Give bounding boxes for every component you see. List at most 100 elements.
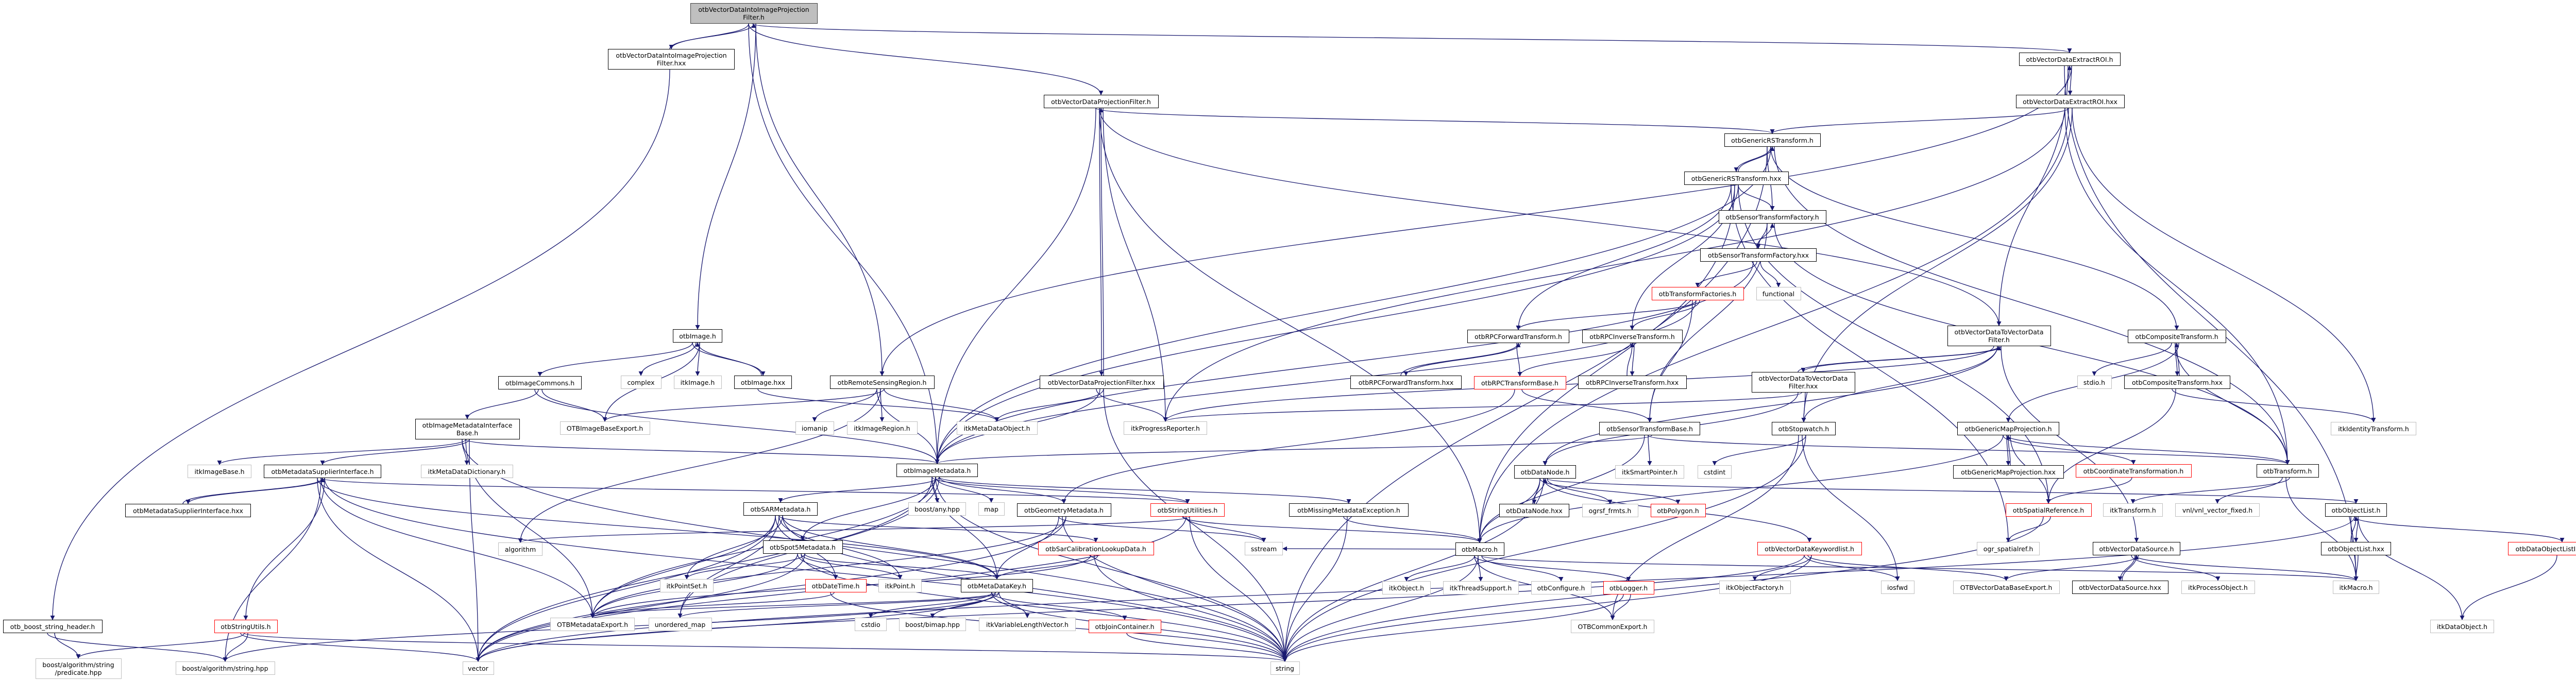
node-otbstringutilities-h[interactable]: otbStringUtilities.h: [1150, 503, 1225, 517]
node-otbpolygon-h[interactable]: otbPolygon.h: [1650, 504, 1706, 517]
dependency-edge: [1731, 184, 2011, 542]
dependency-edge: [1282, 555, 1812, 662]
dependency-edge: [476, 555, 1805, 662]
node-label: otbStringUtilities.h: [1157, 506, 1218, 514]
node-otbvectordataintoimageprojectionfilter-hxx[interactable]: otbVectorDataIntoImageProjection Filter.…: [608, 49, 735, 70]
node-otbsensortransformfactory-h[interactable]: otbSensorTransformFactory.h: [1718, 210, 1826, 224]
node-otbvectordatasource-hxx[interactable]: otbVectorDataSource.hxx: [2072, 581, 2168, 594]
node-otbrpcforwardtransform-h[interactable]: otbRPCForwardTransform.h: [1467, 330, 1569, 343]
node-otbcoordinatetransformation-h[interactable]: otbCoordinateTransformation.h: [2075, 464, 2192, 478]
dependency-edge: [240, 633, 481, 662]
node-otbspatialreference-h[interactable]: otbSpatialReference.h: [2005, 503, 2092, 517]
dependency-edge: [1099, 108, 2002, 326]
node-otbtransform-h[interactable]: otbTransform.h: [2256, 464, 2319, 478]
dependency-edge: [1734, 146, 1771, 172]
node-otbrpcforwardtransform-hxx[interactable]: otbRPCForwardTransform.hxx: [1350, 376, 1462, 389]
dependency-edge: [782, 515, 999, 580]
dependency-edge: [317, 478, 999, 580]
node-label: otbVectorDataProjectionFilter.hxx: [1047, 378, 1156, 386]
node-otbcompositetransform-hxx[interactable]: otbCompositeTransform.hxx: [2124, 376, 2230, 389]
dependency-edge: [465, 389, 539, 419]
node-otbimagecommons-h[interactable]: otbImageCommons.h: [498, 376, 582, 389]
node-label: itkDataObject.h: [2436, 622, 2488, 631]
node-otbmetadatasupplierinterface-h[interactable]: otbMetadataSupplierInterface.h: [264, 465, 381, 478]
node-otbdatanode-h[interactable]: otbDataNode.h: [1514, 465, 1576, 479]
dependency-edge: [935, 477, 994, 503]
node-otbrpctransformbase-h[interactable]: otbRPCTransformBase.h: [1473, 376, 1566, 389]
node-otbdatanode-hxx[interactable]: otbDataNode.hxx: [1499, 504, 1569, 517]
node-otbmetadataexport-h: OTBMetadataExport.h: [550, 618, 635, 631]
node-otbgenericmapprojection-h[interactable]: otbGenericMapProjection.h: [1957, 422, 2059, 435]
node-itkprogressreporter-h: itkProgressReporter.h: [1124, 421, 1207, 435]
node-otbspot5metadata-h[interactable]: otbSpot5Metadata.h: [762, 540, 843, 554]
node-label: otbCompositeTransform.h: [2135, 332, 2218, 341]
node-label: otbDataObjectListInterface.h: [2515, 545, 2576, 553]
dependency-edge: [1807, 555, 2009, 581]
node-otbsarmetadata-h[interactable]: otbSARMetadata.h: [743, 502, 818, 516]
node-otbjoincontainer-h[interactable]: otbJoinContainer.h: [1088, 620, 1161, 633]
node-otbvectordatatovectordatafilter-h[interactable]: otbVectorDataToVectorData Filter.h: [1947, 326, 2051, 346]
node-otbobjectlist-hxx[interactable]: otbObjectList.hxx: [2321, 542, 2391, 555]
node-otbsensortransformbase-h[interactable]: otbSensorTransformBase.h: [1599, 422, 1700, 435]
node-label: itkTransform.h: [2110, 506, 2156, 514]
node-otbvectordataprojectionfilter-hxx[interactable]: otbVectorDataProjectionFilter.hxx: [1039, 376, 1164, 389]
dependency-edge: [1516, 300, 1697, 330]
node-otbremotesensingregion-h[interactable]: otbRemoteSensingRegion.h: [829, 376, 935, 389]
node-label: otbConfigure.h: [1537, 584, 1585, 592]
node-otbvectordatatovectordatafilter-hxx[interactable]: otbVectorDataToVectorData Filter.hxx: [1751, 372, 1855, 393]
dependency-edge: [1400, 343, 1521, 376]
node-otbmetadatasupplierinterface-hxx[interactable]: otbMetadataSupplierInterface.hxx: [125, 504, 251, 517]
dependency-edge: [469, 439, 481, 662]
node-otbimagemetadatainterfacebase-h[interactable]: otbImageMetadataInterface Base.h: [415, 419, 520, 439]
node-otbsarcalibrationlookupdata-h[interactable]: otbSarCalibrationLookupData.h: [1038, 542, 1154, 555]
node-otbvectordataprojectionfilter-h[interactable]: otbVectorDataProjectionFilter.h: [1043, 95, 1159, 108]
node-otbobjectlist-h[interactable]: otbObjectList.h: [2325, 503, 2387, 517]
node-otbrpcinversetransform-h[interactable]: otbRPCInverseTransform.h: [1582, 330, 1683, 343]
node-otb-boost-string-header-h[interactable]: otb_boost_string_header.h: [3, 620, 103, 633]
dependency-edge: [76, 633, 245, 659]
node-otbgeometrymetadata-h[interactable]: otbGeometryMetadata.h: [1016, 503, 1111, 517]
dependency-edge: [2006, 435, 2011, 466]
dependency-edge: [931, 477, 999, 580]
node-otblogger-h[interactable]: otbLogger.h: [1603, 581, 1654, 594]
node-otbdatetime-h[interactable]: otbDateTime.h: [805, 579, 867, 592]
dependency-edge: [2350, 516, 2359, 542]
node-otbmacro-h[interactable]: otbMacro.h: [1455, 542, 1504, 556]
node-otbstringutils-h[interactable]: otbStringUtils.h: [214, 620, 278, 633]
dependency-edge: [797, 553, 838, 580]
dependency-edge: [1061, 389, 1515, 504]
node-otbvectordataintoimageprojectionfilter-h[interactable]: otbVectorDataIntoImageProjection Filter.…: [690, 3, 818, 24]
dependency-edge: [1103, 388, 1287, 662]
node-otbstopwatch-h[interactable]: otbStopwatch.h: [1772, 422, 1836, 435]
node-label: otbRPCForwardTransform.h: [1475, 332, 1562, 341]
node-otbimage-hxx[interactable]: otbImage.hxx: [734, 376, 792, 389]
node-otbgenericmapprojection-hxx[interactable]: otbGenericMapProjection.hxx: [1953, 465, 2064, 479]
dependency-edge: [541, 389, 607, 422]
dependency-edge: [1282, 555, 1479, 662]
node-otbvectordatasource-h[interactable]: otbVectorDataSource.h: [2093, 542, 2180, 555]
node-otbvectordataextractroi-h[interactable]: otbVectorDataExtractROI.h: [2019, 53, 2121, 66]
node-otbdataobjectlistinterface-h[interactable]: otbDataObjectListInterface.h: [2508, 542, 2576, 555]
node-otbtransformfactories-h[interactable]: otbTransformFactories.h: [1651, 287, 1744, 300]
node-otbvectordatakeywordlist-h[interactable]: otbVectorDataKeywordlist.h: [1757, 542, 1862, 555]
dependency-edge: [804, 553, 999, 580]
node-otbsensortransformfactory-hxx[interactable]: otbSensorTransformFactory.hxx: [1700, 248, 1817, 262]
node-otbgenericrstransform-hxx[interactable]: otbGenericRSTransform.hxx: [1684, 172, 1789, 185]
node-label: otbJoinContainer.h: [1095, 622, 1155, 631]
dependency-edge: [1517, 343, 1631, 377]
node-otbgenericrstransform-h[interactable]: otbGenericRSTransform.h: [1724, 133, 1821, 147]
node-otbmissingmetadataexception-h[interactable]: otbMissingMetadataException.h: [1289, 503, 1409, 517]
node-itkdataobject-h: itkDataObject.h: [2430, 620, 2494, 633]
node-label: otbObjectList.h: [2331, 506, 2381, 514]
node-label: cstdint: [1703, 468, 1726, 476]
node-otbcompositetransform-h[interactable]: otbCompositeTransform.h: [2127, 330, 2226, 343]
node-functional: functional: [1756, 287, 1801, 300]
node-otbimagemetadata-h[interactable]: otbImageMetadata.h: [896, 464, 978, 477]
node-otbrpcinversetransform-hxx[interactable]: otbRPCInverseTransform.hxx: [1578, 376, 1687, 389]
node-stdio-h: stdio.h: [2077, 376, 2112, 389]
node-otbmetadatakey-h[interactable]: otbMetaDataKey.h: [961, 579, 1033, 592]
dependency-edge: [1804, 555, 1900, 581]
node-otbvectordataextractroi-hxx[interactable]: otbVectorDataExtractROI.hxx: [2015, 95, 2125, 108]
node-otbimage-h[interactable]: otbImage.h: [673, 329, 722, 343]
